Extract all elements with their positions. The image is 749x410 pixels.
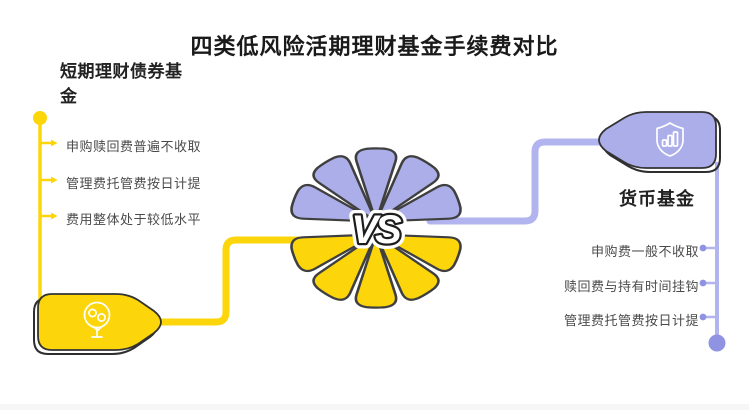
left-timeline-ticks	[40, 139, 58, 220]
left-connector-line	[154, 236, 322, 326]
flower-petal	[374, 183, 462, 223]
right-bullet-1: 申购费一般不收取	[590, 244, 699, 259]
flower-petal	[290, 183, 378, 223]
flower-petal	[354, 147, 398, 223]
page-title: 四类低风险活期理财基金手续费对比	[190, 34, 559, 59]
svg-text:VS: VS	[351, 208, 402, 252]
right-badge	[598, 111, 721, 173]
money-tree-icon	[83, 301, 111, 338]
left-badge	[33, 293, 162, 355]
vs-emblem: VS VS	[346, 203, 411, 258]
flower-petal	[374, 233, 462, 273]
flower-petal	[374, 233, 440, 301]
flower-petal	[312, 155, 378, 223]
flower-top-half	[290, 147, 462, 223]
right-bullet-2: 赎回费与持有时间挂钩	[563, 279, 699, 294]
flower-petal	[312, 233, 378, 301]
right-timeline-dot	[708, 334, 726, 352]
flower-bottom-half	[290, 233, 462, 309]
right-connector-line	[426, 138, 610, 225]
flower-petal	[354, 233, 398, 309]
left-bullet-1: 申购赎回费普遍不收取	[66, 139, 202, 154]
shield-chart-icon	[656, 122, 684, 157]
left-bullet-2: 管理费托管费按日计提	[66, 176, 202, 191]
flower-petal	[374, 155, 440, 223]
left-fund-heading: 短期理财债券基金	[60, 62, 183, 106]
right-timeline-ticks	[699, 244, 717, 321]
left-bullet-3: 费用整体处于较低水平	[66, 212, 202, 227]
flower-petal	[290, 233, 378, 273]
footer-strip	[0, 404, 749, 410]
right-bullet-3: 管理费托管费按日计提	[563, 313, 699, 328]
right-fund-heading: 货币基金	[619, 189, 695, 209]
left-timeline-dot	[33, 111, 47, 125]
